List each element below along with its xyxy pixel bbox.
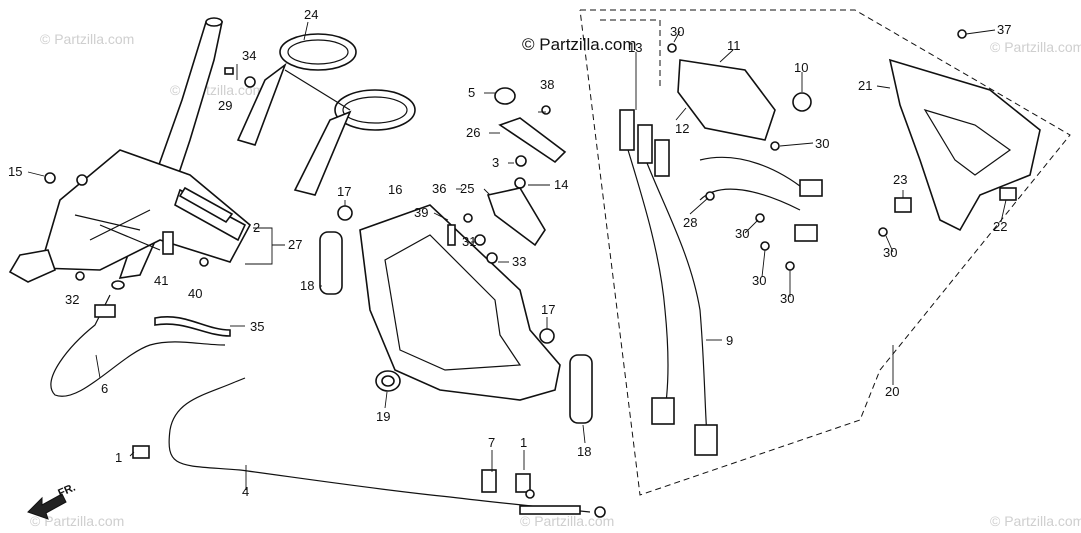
callout-32: 32 (65, 292, 79, 307)
callout-24: 24 (304, 7, 318, 22)
callout-39: 39 (414, 205, 428, 220)
throttle-assembly (463, 87, 567, 264)
copyright-watermark: © Partzilla.com (522, 35, 637, 54)
callout-7: 7 (488, 435, 495, 450)
callout-14: 14 (554, 177, 568, 192)
watermark-tile: © Partzilla.com (30, 513, 124, 529)
callout-30-top: 30 (670, 24, 684, 39)
callout-9: 9 (726, 333, 733, 348)
handlebar-grips-assembly (224, 33, 416, 196)
callout-3: 3 (492, 155, 499, 170)
callout-37: 37 (997, 22, 1011, 37)
watermark-tile: © Partzilla.com (40, 31, 134, 47)
front-direction-label: FR. (56, 482, 77, 500)
callout-18-left: 18 (300, 278, 314, 293)
leader-lines (27, 21, 1007, 490)
callout-23: 23 (893, 172, 907, 187)
callout-22: 22 (993, 219, 1007, 234)
callout-30-e: 30 (780, 291, 794, 306)
meter-assembly-group (579, 9, 1071, 496)
callout-35: 35 (250, 319, 264, 334)
callout-21: 21 (858, 78, 872, 93)
callout-2: 2 (253, 220, 260, 235)
callout-30-f: 30 (883, 245, 897, 260)
callout-5: 5 (468, 85, 475, 100)
callout-29: 29 (218, 98, 232, 113)
callout-41: 41 (154, 273, 168, 288)
callout-31: 31 (462, 234, 476, 249)
callout-17-lower: 17 (541, 302, 555, 317)
watermark-tile: © Partzilla.com (520, 513, 614, 529)
callout-labels: 24 34 29 15 2 27 41 40 32 35 6 1 4 5 38 … (8, 7, 1011, 499)
callout-15: 15 (8, 164, 22, 179)
callout-6: 6 (101, 381, 108, 396)
handle-frame-assembly (319, 204, 593, 424)
callout-30-c: 30 (735, 226, 749, 241)
callout-1-right: 1 (520, 435, 527, 450)
callout-20: 20 (885, 384, 899, 399)
steering-column-assembly (8, 17, 252, 283)
callout-18-right: 18 (577, 444, 591, 459)
callout-36: 36 (432, 181, 446, 196)
callout-4: 4 (242, 484, 249, 499)
callout-13: 13 (628, 40, 642, 55)
callout-30-b: 30 (815, 136, 829, 151)
callout-30-d: 30 (752, 273, 766, 288)
callout-16: 16 (388, 182, 402, 197)
watermark-tile: © Partzilla.com (990, 39, 1081, 55)
callout-26: 26 (466, 125, 480, 140)
callout-33: 33 (512, 254, 526, 269)
callout-38: 38 (540, 77, 554, 92)
callout-40: 40 (188, 286, 202, 301)
callout-1-left: 1 (115, 450, 122, 465)
watermark-tile: © Partzilla.com (990, 513, 1081, 529)
callout-34: 34 (242, 48, 256, 63)
callout-28: 28 (683, 215, 697, 230)
callout-27: 27 (288, 237, 302, 252)
fasteners (667, 29, 967, 271)
callout-11: 11 (727, 38, 741, 53)
callout-19: 19 (376, 409, 390, 424)
cable-assembly (50, 280, 606, 518)
callout-17-upper: 17 (337, 184, 351, 199)
callout-25: 25 (460, 181, 474, 196)
callout-12: 12 (675, 121, 689, 136)
callout-10: 10 (794, 60, 808, 75)
